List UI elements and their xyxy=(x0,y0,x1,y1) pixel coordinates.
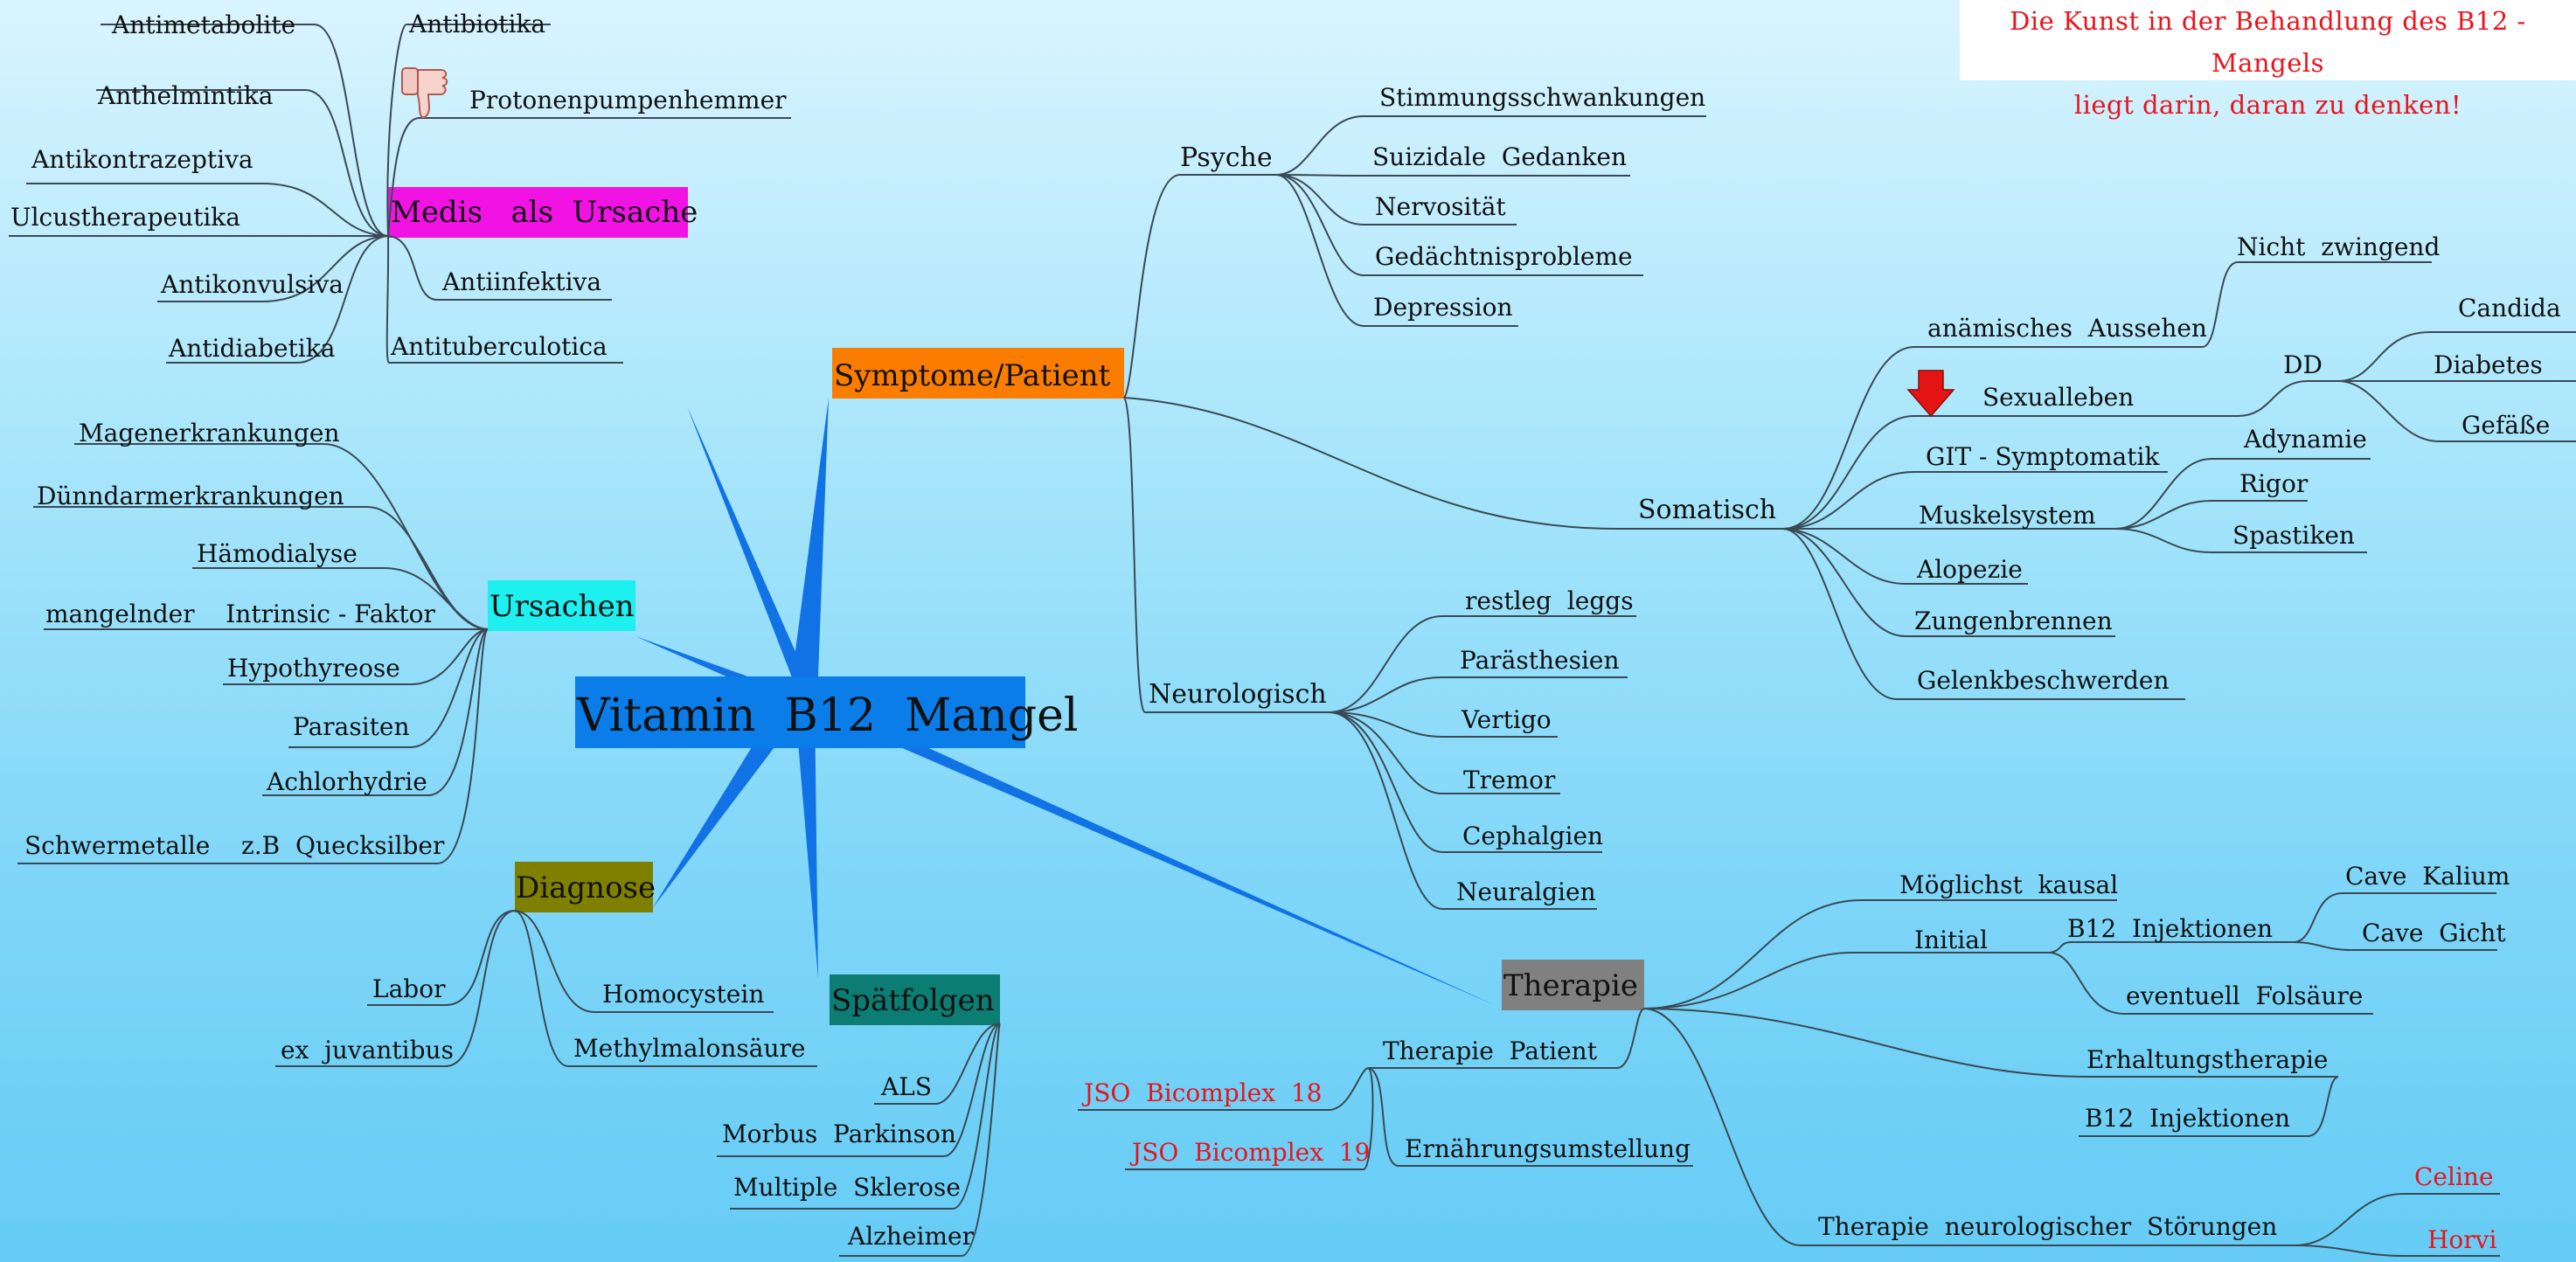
medis-box[interactable] xyxy=(388,187,688,238)
central-star xyxy=(635,398,1495,1005)
dd-item-candida: Candida xyxy=(2458,294,2561,322)
ursachen-label: Ursachen xyxy=(490,589,635,624)
medis-item-antibiotika: Antibiotika xyxy=(408,10,545,38)
ursachen-item-haemodialyse: Hämodialyse xyxy=(197,539,358,568)
erhaltung-sub-b12: B12 Injektionen xyxy=(2085,1104,2290,1133)
medis-label: Medis als Ursache xyxy=(391,195,698,230)
branch-symptome: Symptome/Patient Psyche Stimmungsschwank… xyxy=(832,83,2576,910)
initial-sub-folsaeure: eventuell Folsäure xyxy=(2126,981,2363,1010)
ursachen-item-intrinsic: mangelnder Intrinsic - Faktor xyxy=(45,600,436,628)
medis-item-antimetabolite: Antimetabolite xyxy=(111,10,295,39)
patient-sub-jso18: JSO Bicomplex 18 xyxy=(1081,1078,1322,1107)
diagnose-item-ex-juvantibus: ex juvantibus xyxy=(281,1036,454,1064)
somatisch-item-alopezie: Alopezie xyxy=(1916,555,2023,584)
spaetfolgen-box[interactable] xyxy=(830,974,1000,1025)
muskel-item-adynamie: Adynamie xyxy=(2243,425,2367,454)
neuro-item-tremor: Tremor xyxy=(1463,766,1556,794)
neuro-label: Neurologisch xyxy=(1149,679,1327,710)
branch-spaetfolgen: Spätfolgen ALS Morbus Parkinson Multiple… xyxy=(717,974,1001,1257)
ursachen-item-achlorhydrie: Achlorhydrie xyxy=(266,767,427,796)
therapie-item-neuro: Therapie neurologischer Störungen xyxy=(1818,1212,2277,1241)
therapie-item-kausal: Möglichst kausal xyxy=(1899,870,2118,899)
diagnose-item-homocystein: Homocystein xyxy=(602,980,764,1009)
psyche-item-suizidal: Suizidale Gedanken xyxy=(1372,142,1627,171)
medis-item-antidiabetika: Antidiabetika xyxy=(168,334,335,363)
neuro-item-cephalgien: Cephalgien xyxy=(1462,822,1603,850)
neuro-item-paraesthesien: Parästhesien xyxy=(1460,646,1620,675)
spaetfolgen-item-als: ALS xyxy=(880,1072,932,1101)
somatisch-item-gelenk: Gelenkbeschwerden xyxy=(1917,666,2170,695)
ursachen-item-duenndarm: Dünndarmerkrankungen xyxy=(37,482,344,510)
spaetfolgen-item-alzheimer: Alzheimer xyxy=(847,1222,975,1251)
branch-ursachen: Ursachen Magenerkrankungen Dünndarmerkra… xyxy=(17,419,635,864)
neuro-sub-celine: Celine xyxy=(2414,1162,2494,1191)
red-down-arrow-icon xyxy=(1906,370,1955,418)
psyche-item-depression: Depression xyxy=(1373,293,1512,322)
spaetfolgen-label: Spätfolgen xyxy=(831,983,995,1018)
somatisch-item-zungenbrennen: Zungenbrennen xyxy=(1914,607,2113,635)
motto-line-2: liegt darin, daran zu denken! xyxy=(2073,90,2462,120)
psyche-item-gedaechtnis: Gedächtnisprobleme xyxy=(1375,242,1633,271)
diagnose-item-labor: Labor xyxy=(372,974,446,1003)
initial-sub-b12: B12 Injektionen xyxy=(2067,914,2273,943)
therapie-item-patient: Therapie Patient xyxy=(1383,1037,1598,1065)
neuro-item-restleg: restleg leggs xyxy=(1465,586,1634,615)
muskel-item-spastiken: Spastiken xyxy=(2232,521,2355,550)
medis-item-antiinfektiva: Antiinfektiva xyxy=(441,267,601,296)
central-node: Vitamin B12 Mangel xyxy=(575,676,1079,748)
ursachen-item-hypothyreose: Hypothyreose xyxy=(227,654,400,683)
medis-item-anthelmintika: Anthelmintika xyxy=(97,81,273,110)
spaetfolgen-item-parkinson: Morbus Parkinson xyxy=(722,1120,956,1148)
ursachen-item-parasiten: Parasiten xyxy=(293,712,410,741)
branch-diagnose: Diagnose Labor ex juvantibus Homocystein… xyxy=(275,862,817,1067)
somatisch-item-git: GIT - Symptomatik xyxy=(1926,442,2160,471)
aussehen-sub-nicht-zwingend: Nicht zwingend xyxy=(2237,232,2440,261)
neuro-sub-horvi: Horvi xyxy=(2427,1225,2496,1254)
therapie-item-erhaltung: Erhaltungstherapie xyxy=(2086,1045,2329,1074)
diagnose-box[interactable] xyxy=(515,862,653,912)
psyche-item-stimmung: Stimmungsschwankungen xyxy=(1379,83,1705,112)
spaetfolgen-item-ms: Multiple Sklerose xyxy=(733,1173,961,1202)
central-label: Vitamin B12 Mangel xyxy=(576,690,1079,742)
branch-therapie: Therapie Möglichst kausal Initial Erhalt… xyxy=(1078,862,2510,1257)
somatisch-item-muskelsystem: Muskelsystem xyxy=(1919,501,2096,530)
central-box[interactable] xyxy=(575,676,1025,748)
ursachen-box[interactable] xyxy=(488,580,635,631)
medis-item-antituberculotica: Antituberculotica xyxy=(390,332,608,361)
diagnose-label: Diagnose xyxy=(516,870,656,905)
cave-gicht: Cave Gicht xyxy=(2362,919,2506,947)
dd-item-diabetes: Diabetes xyxy=(2434,350,2543,379)
psyche-item-nervositaet: Nervosität xyxy=(1375,192,1506,221)
thumbs-down-icon xyxy=(401,67,448,119)
neuro-item-neuralgien: Neuralgien xyxy=(1456,877,1596,906)
therapie-box[interactable] xyxy=(1502,960,1644,1010)
medis-item-protonenpumpenhemmer: Protonenpumpenhemmer xyxy=(469,86,787,114)
somatisch-label: Somatisch xyxy=(1638,495,1776,525)
dd-item-gefaesse: Gefäße xyxy=(2461,411,2550,440)
somatisch-item-sexualleben: Sexualleben xyxy=(1982,383,2134,412)
diagnose-item-methylmalon: Methylmalonsäure xyxy=(573,1034,805,1063)
dd-label: DD xyxy=(2283,350,2323,379)
branch-medis: Medis als Ursache Antimetabolite Antibio… xyxy=(9,10,791,364)
medis-item-ulcustherapeutika: Ulcustherapeutika xyxy=(10,203,240,232)
medis-item-antikontrazeptiva: Antikontrazeptiva xyxy=(31,145,253,174)
therapie-label: Therapie xyxy=(1503,968,1638,1003)
ursachen-item-magen: Magenerkrankungen xyxy=(79,419,339,447)
therapie-item-initial: Initial xyxy=(1914,926,1988,954)
cave-kalium: Cave Kalium xyxy=(2345,862,2510,891)
psyche-label: Psyche xyxy=(1180,142,1273,173)
patient-sub-ernaehrung: Ernährungsumstellung xyxy=(1405,1134,1691,1163)
muskel-item-rigor: Rigor xyxy=(2239,469,2309,498)
medis-item-antikonvulsiva: Antikonvulsiva xyxy=(160,270,344,299)
symptome-box[interactable] xyxy=(832,348,1124,399)
somatisch-item-aussehen: anämisches Aussehen xyxy=(1927,314,2207,343)
symptome-label: Symptome/Patient xyxy=(834,358,1111,393)
ursachen-item-schwermetalle: Schwermetalle z.B Quecksilber xyxy=(24,831,445,860)
patient-sub-jso19: JSO Bicomplex 19 xyxy=(1129,1138,1370,1167)
neuro-item-vertigo: Vertigo xyxy=(1461,705,1552,734)
motto-line-1: Die Kunst in der Behandlung des B12 - Ma… xyxy=(2010,6,2526,78)
motto-box: Die Kunst in der Behandlung des B12 - Ma… xyxy=(1960,0,2576,120)
